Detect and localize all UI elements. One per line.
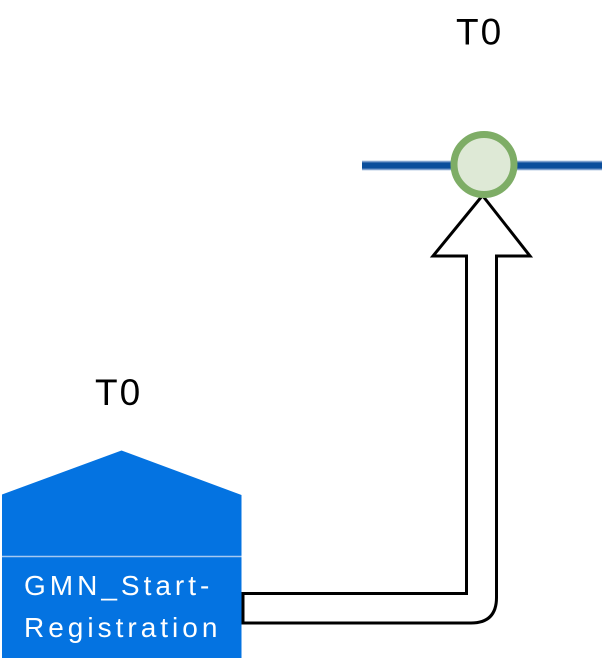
- source-block[interactable]: GMN_Start- Registration: [2, 450, 242, 659]
- timeline-time-label: T0: [456, 12, 503, 53]
- event-marker-circle[interactable]: [450, 131, 518, 198]
- source-block-name-line2: Registration: [24, 612, 221, 643]
- connector-arrow[interactable]: [241, 193, 534, 625]
- source-time-label: T0: [95, 372, 142, 413]
- source-block-name-line1: GMN_Start-: [24, 570, 213, 601]
- source-block-shape[interactable]: [2, 450, 242, 659]
